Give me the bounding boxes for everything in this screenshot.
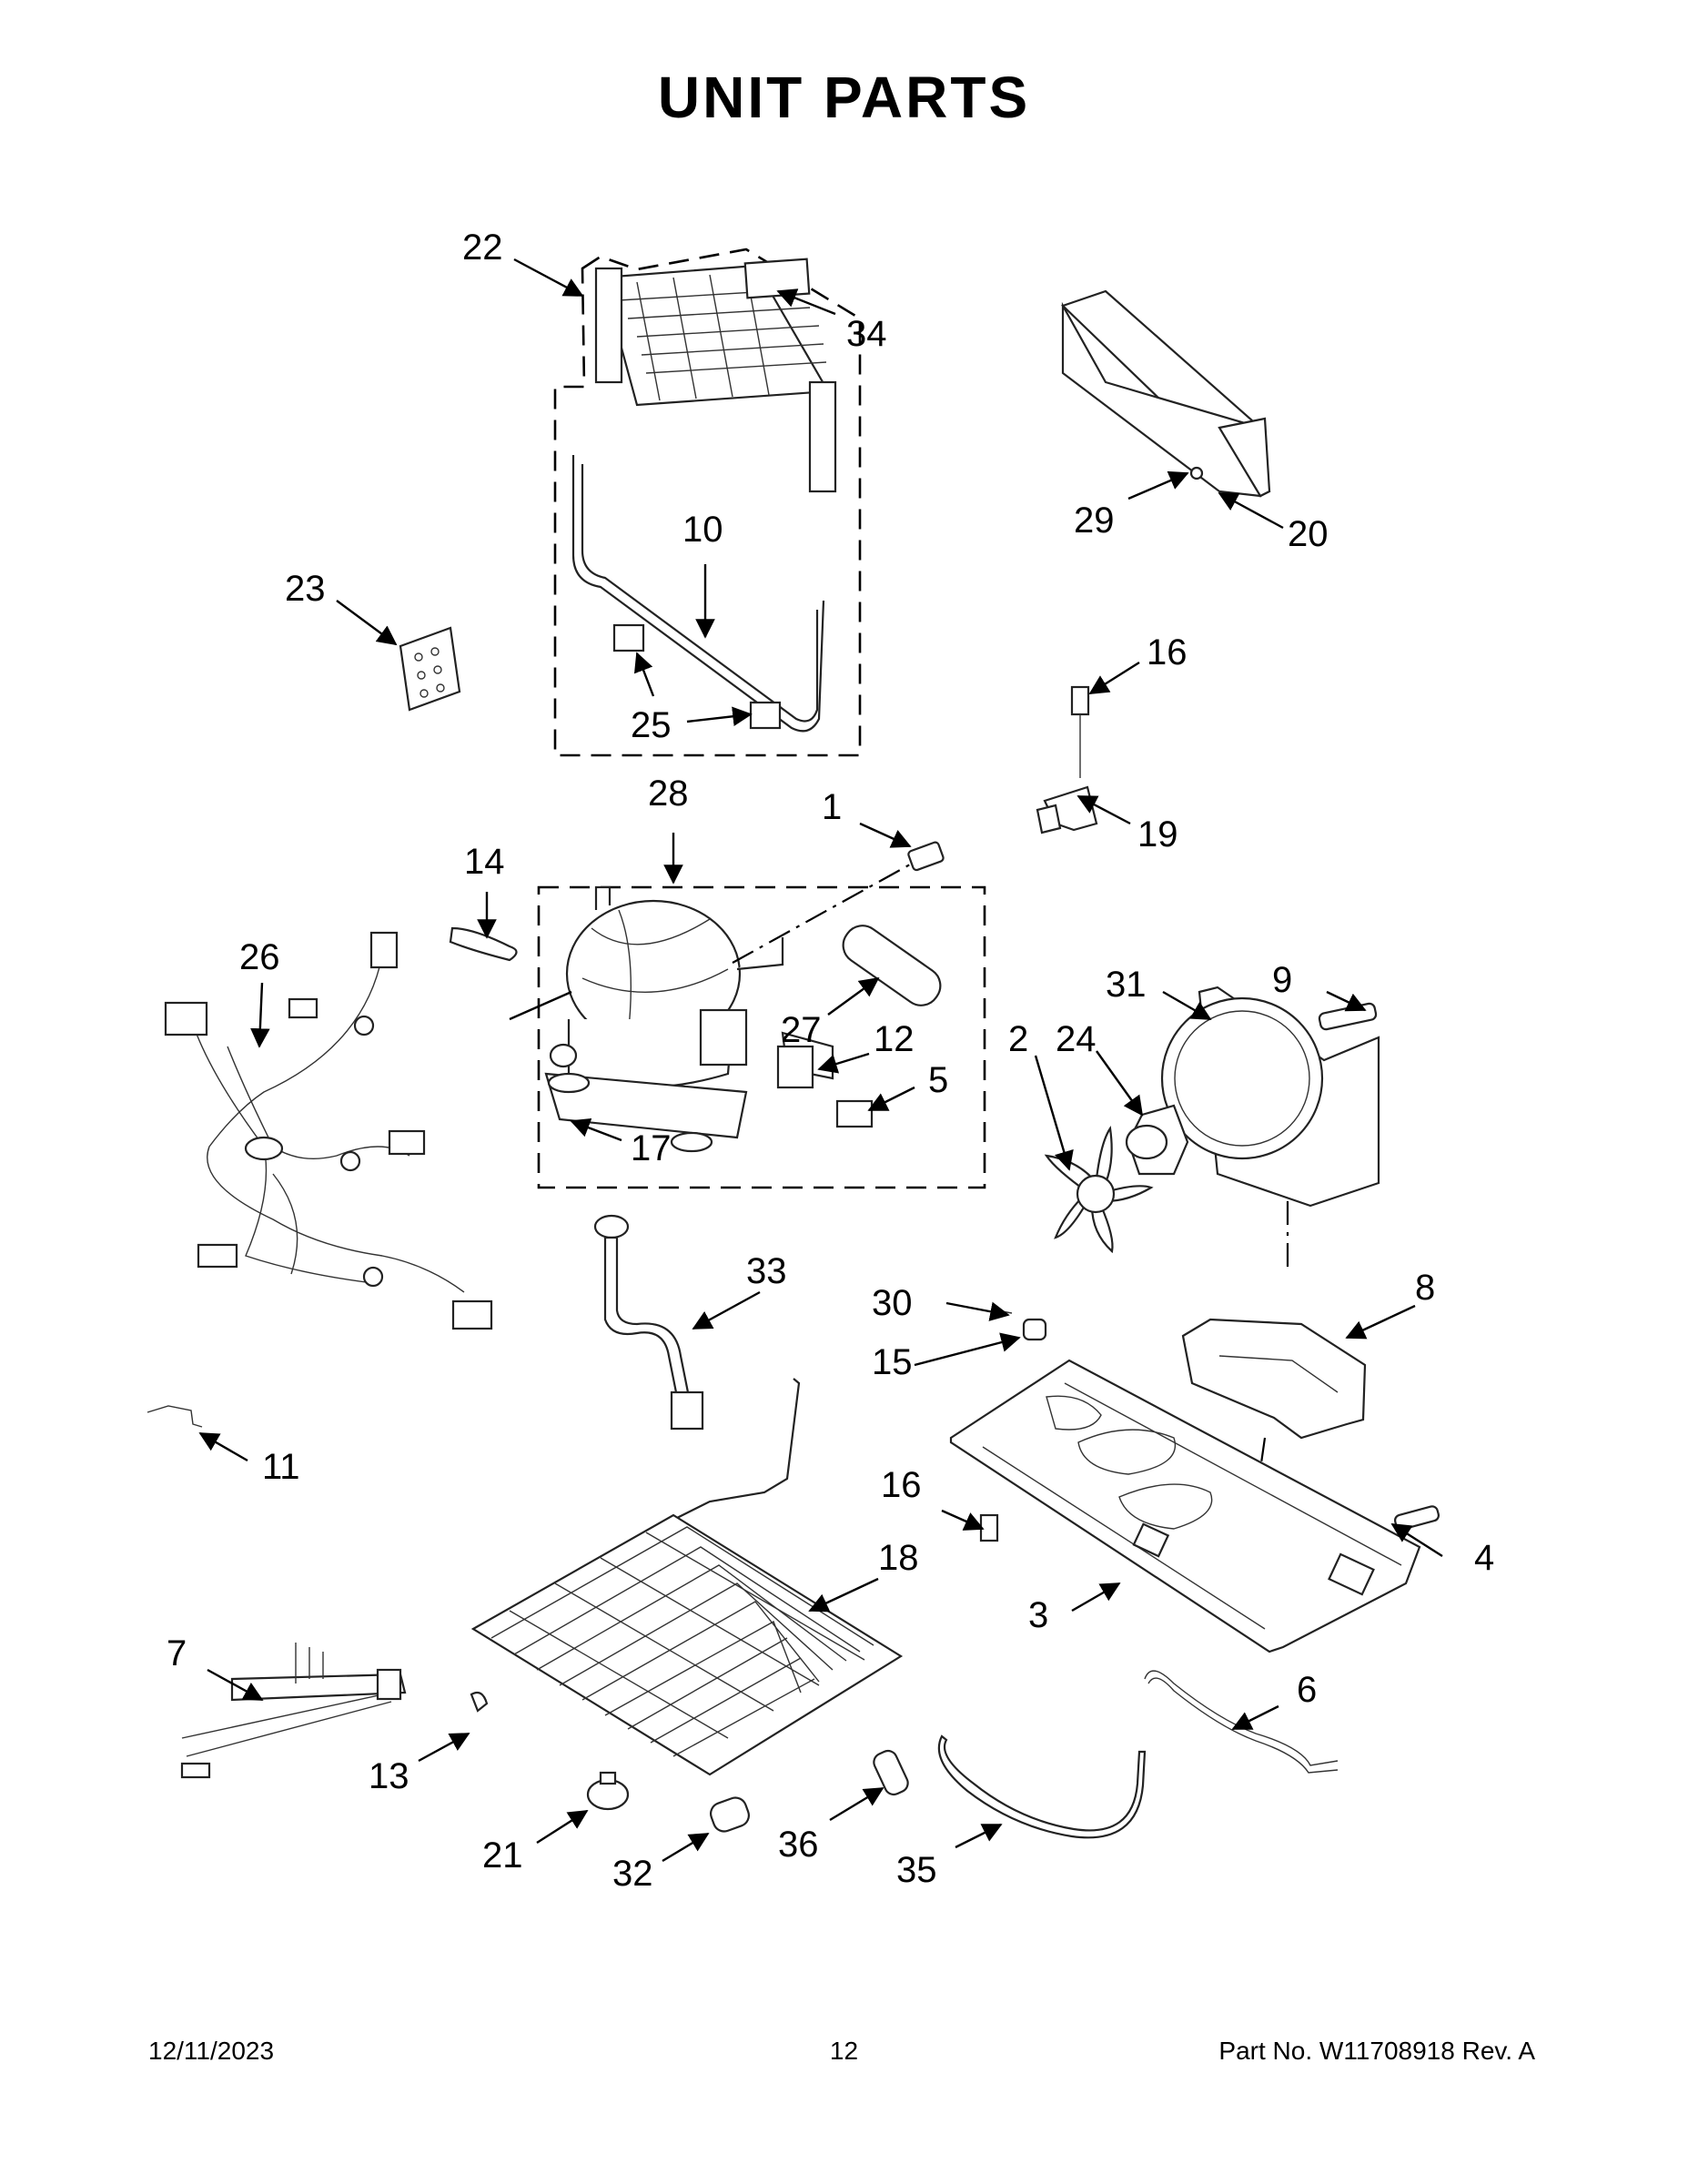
callout-21: 21 — [482, 1835, 523, 1876]
callout-17: 17 — [631, 1128, 672, 1168]
leader-lines — [198, 258, 1443, 1863]
callout-30: 30 — [872, 1283, 913, 1323]
callout-29: 29 — [1074, 500, 1115, 541]
base-plate — [949, 1201, 1440, 1653]
callout-8: 8 — [1415, 1268, 1435, 1308]
mounting-bracket — [1036, 685, 1098, 834]
callout-1: 1 — [822, 787, 842, 827]
callout-16a: 16 — [1147, 632, 1188, 672]
callout-18: 18 — [878, 1538, 919, 1578]
callout-3: 3 — [1028, 1595, 1048, 1635]
callout-28: 28 — [648, 774, 689, 814]
callout-11: 11 — [262, 1447, 300, 1487]
callout-5: 5 — [928, 1060, 948, 1100]
callout-6: 6 — [1297, 1670, 1317, 1710]
callout-34: 34 — [846, 314, 887, 354]
callout-25: 25 — [631, 705, 672, 745]
callout-23: 23 — [285, 569, 326, 609]
callout-32: 32 — [612, 1854, 653, 1894]
callout-16b: 16 — [881, 1465, 922, 1505]
callout-9: 9 — [1272, 960, 1292, 1000]
condenser-shroud — [1060, 289, 1271, 498]
footer-part-number: Part No. W11708918 Rev. A — [1218, 2037, 1535, 2065]
callout-14: 14 — [464, 842, 505, 882]
callout-2: 2 — [1008, 1019, 1028, 1059]
callout-26: 26 — [239, 937, 280, 977]
callout-27: 27 — [781, 1010, 822, 1050]
callout-19: 19 — [1137, 814, 1178, 854]
callout-31: 31 — [1106, 965, 1147, 1005]
callout-15: 15 — [872, 1342, 913, 1382]
condenser-assembly — [553, 248, 862, 757]
evaporator-coil — [470, 1378, 904, 1776]
footer-page-number: 12 — [829, 2037, 859, 2065]
callout-7: 7 — [167, 1633, 187, 1673]
callout-35: 35 — [896, 1850, 937, 1890]
drain-tube — [593, 1214, 704, 1431]
callout-10: 10 — [682, 510, 723, 550]
callout-12: 12 — [874, 1019, 915, 1059]
fan-assembly — [1044, 986, 1380, 1254]
callout-36: 36 — [778, 1825, 819, 1865]
callout-33: 33 — [746, 1251, 787, 1291]
terminal-board — [399, 626, 461, 712]
compressor-assembly — [449, 841, 986, 1189]
small-parts — [147, 1405, 1339, 1839]
callout-24: 24 — [1056, 1019, 1097, 1059]
page-title: UNIT PARTS — [657, 65, 1031, 130]
callout-4: 4 — [1474, 1538, 1494, 1578]
wire-harness — [164, 931, 493, 1330]
callout-22: 22 — [462, 228, 503, 268]
callout-13: 13 — [369, 1756, 409, 1796]
callout-labels: 22 34 10 25 20 29 23 16 19 28 1 14 26 27… — [167, 228, 1494, 1894]
callout-20: 20 — [1288, 514, 1329, 554]
footer-date: 12/11/2023 — [148, 2037, 275, 2065]
